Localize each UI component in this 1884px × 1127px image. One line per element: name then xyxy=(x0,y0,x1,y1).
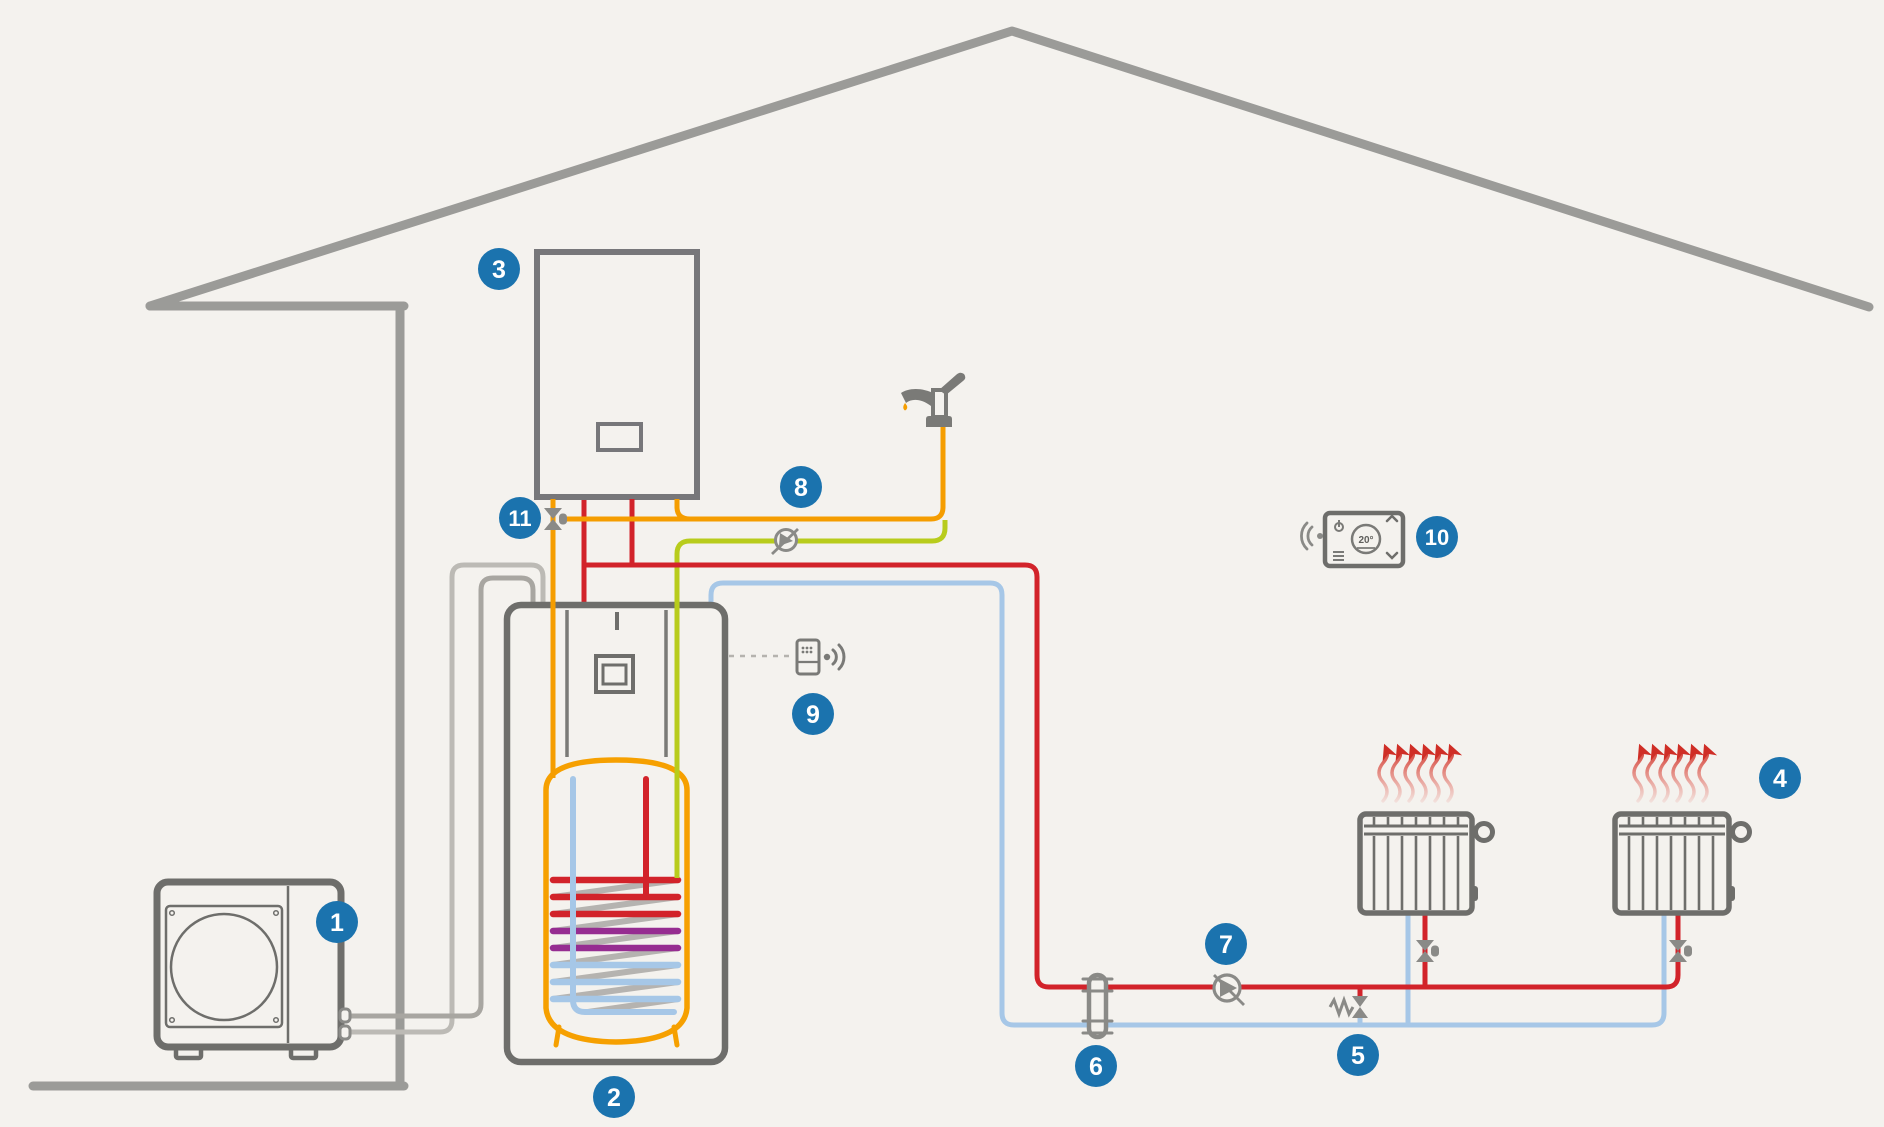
radiator-fins xyxy=(1627,817,1715,910)
badge-5[interactable]: 5 xyxy=(1337,1034,1379,1076)
heating-return-pipe xyxy=(708,580,1667,1028)
dhw-circulation-pipe xyxy=(674,520,948,878)
heat-pump-body xyxy=(153,878,345,1051)
cold-water-inlet-pipe xyxy=(570,776,677,1015)
badge-9[interactable]: 9 xyxy=(792,693,834,735)
thermostat-body xyxy=(1322,510,1406,569)
control-display-screen xyxy=(601,663,628,686)
pipe-port xyxy=(338,1024,352,1041)
badge-label: 1 xyxy=(330,909,344,937)
screw-icon xyxy=(168,1016,176,1024)
fan-frame xyxy=(164,904,284,1029)
thermostat-dial xyxy=(1350,523,1382,555)
pump-icon xyxy=(1212,973,1245,1006)
dhw-tank-vessel xyxy=(543,757,690,1045)
radiator-vent-knob xyxy=(1730,821,1752,843)
boiler-body xyxy=(534,249,700,500)
badge-label: 4 xyxy=(1773,765,1787,793)
thermostat: 20° xyxy=(1300,510,1406,569)
temperature-readout: 20° xyxy=(1358,535,1373,546)
chevron-up-icon[interactable] xyxy=(1385,514,1399,523)
spring-icon xyxy=(1328,995,1355,1019)
wifi-signal-icon xyxy=(823,643,846,671)
badge-10[interactable]: 10 xyxy=(1416,516,1458,558)
wifi-signal-icon xyxy=(1300,521,1323,551)
boiler xyxy=(534,249,700,500)
indoor-unit xyxy=(503,601,729,1066)
badge-11[interactable]: 11 xyxy=(499,497,541,539)
badge-label: 9 xyxy=(806,701,820,729)
power-icon xyxy=(1334,520,1344,532)
badge-6[interactable]: 6 xyxy=(1075,1045,1117,1087)
heating-flow-pipe xyxy=(584,562,1681,990)
menu-icon[interactable] xyxy=(1333,551,1344,561)
radiator-valve-icon xyxy=(1669,940,1692,962)
radiator-fins xyxy=(1372,817,1460,910)
refrigerant-pipes xyxy=(350,562,546,1035)
screw-icon xyxy=(168,909,176,917)
heat-waves-icon xyxy=(1377,743,1463,803)
radiator xyxy=(1357,743,1495,916)
badge-3[interactable]: 3 xyxy=(478,248,520,290)
pipe-port xyxy=(338,1007,352,1024)
screw-icon xyxy=(272,1016,280,1024)
tank-foot xyxy=(671,1024,680,1048)
badge-label: 8 xyxy=(794,474,808,502)
shutoff-valve-icon xyxy=(544,508,567,530)
roof xyxy=(145,26,1874,312)
refrigerant-pipe-inner xyxy=(350,575,536,1019)
badge-label: 5 xyxy=(1351,1042,1365,1070)
module-leds xyxy=(801,646,813,654)
radiator-vent-knob xyxy=(1473,821,1495,843)
badge-label: 11 xyxy=(508,506,531,531)
house-outline xyxy=(28,26,1874,1091)
badge-7[interactable]: 7 xyxy=(1205,923,1247,965)
bypass-valve-icon xyxy=(1328,987,1368,1025)
screw-icon xyxy=(272,909,280,917)
badge-label: 10 xyxy=(1425,525,1449,550)
control-display xyxy=(594,654,635,694)
fan-icon xyxy=(169,912,279,1022)
badge-label: 2 xyxy=(607,1084,621,1112)
tap-icon xyxy=(901,372,966,427)
tank-foot xyxy=(553,1024,562,1048)
water-drop-icon xyxy=(903,403,908,411)
badge-2[interactable]: 2 xyxy=(593,1076,635,1118)
module-body xyxy=(795,638,821,676)
hydraulic-separator-icon xyxy=(1081,972,1114,1040)
dhw-outlet-elbow xyxy=(674,499,702,522)
badge-label: 6 xyxy=(1089,1053,1103,1081)
wireless-module xyxy=(729,638,846,676)
heat-waves-icon xyxy=(1632,743,1718,803)
refrigerant-pipe-outer xyxy=(350,562,546,1035)
boiler-display xyxy=(596,422,643,452)
heat-pump-unit xyxy=(153,878,352,1061)
dhw-pipe-to-tap xyxy=(564,427,946,522)
badge-label: 7 xyxy=(1219,931,1233,959)
badge-4[interactable]: 4 xyxy=(1759,757,1801,799)
badge-8[interactable]: 8 xyxy=(780,466,822,508)
radiator xyxy=(1612,743,1752,916)
chevron-down-icon[interactable] xyxy=(1385,551,1399,560)
radiator-valve-icon xyxy=(1416,940,1439,962)
badge-1[interactable]: 1 xyxy=(316,901,358,943)
badge-label: 3 xyxy=(492,256,506,284)
circulation-pump-icon xyxy=(771,527,799,556)
